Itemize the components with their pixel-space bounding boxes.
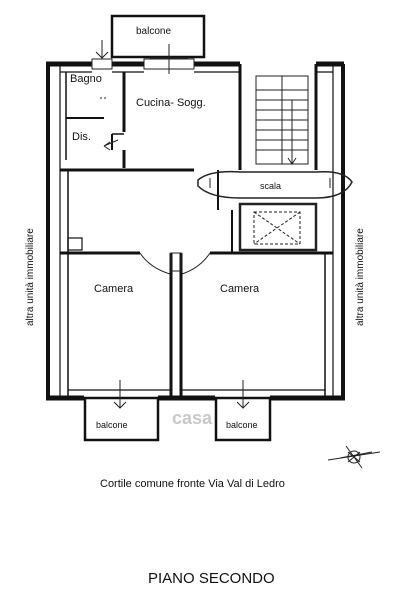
balcony-bottom-left-label: balcone [96,420,128,430]
balcony-bottom-left: balcone [83,380,160,442]
balcony-bottom-right-label: balcone [226,420,258,430]
courtyard-label: Cortile comune fronte Via Val di Ledro [100,478,285,490]
room-label-bagno: Bagno [70,73,102,85]
balcony-top-label: balcone [136,26,171,37]
watermark-logo: casa [172,408,213,428]
interior-walls [60,64,333,398]
side-label-left: altra unità immobiliare [25,228,36,326]
doors [100,97,211,275]
room-label-dis: Dis. [72,131,91,143]
compass-icon [327,445,381,469]
elevator-shaft [238,202,318,252]
side-label-right: altra unità immobiliare [355,228,366,326]
staircase [197,75,353,199]
stair-label: scala [260,181,281,191]
windows-top [91,40,195,74]
room-label-camera-left: Camera [94,283,134,295]
balcony-bottom-right: balcone [214,380,272,442]
room-label-cucina: Cucina- Sogg. [136,97,206,109]
balcony-top: balcone [110,14,206,59]
room-label-camera-right: Camera [220,283,260,295]
floor-title: PIANO SECONDO [148,570,275,587]
